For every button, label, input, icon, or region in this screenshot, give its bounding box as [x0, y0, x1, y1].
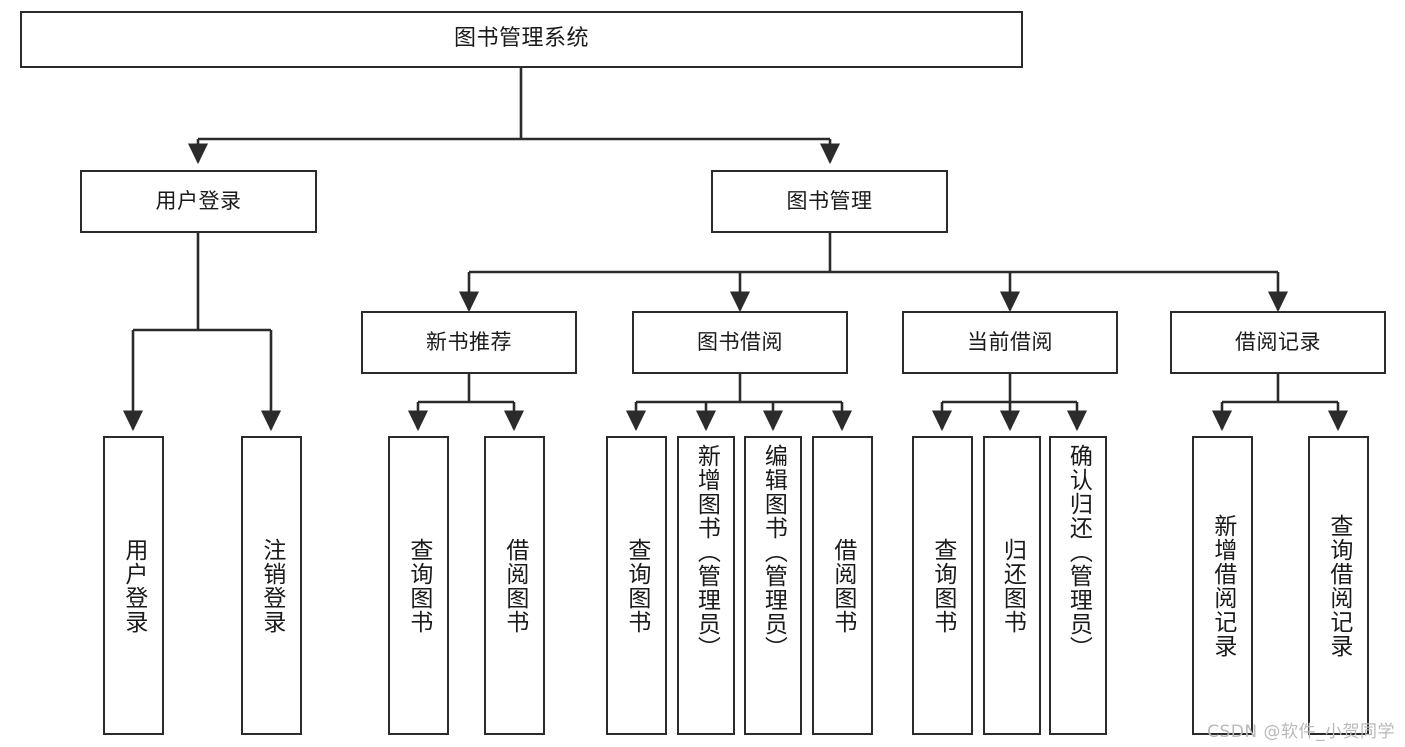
node-label: 用户登录 — [155, 188, 242, 213]
node-label: 注销登录 — [258, 537, 285, 634]
leaf-borrow-book[interactable]: 借阅图书 — [812, 436, 873, 735]
node-label: 新增图书（管理员） — [693, 444, 720, 660]
node-current-borrow[interactable]: 当前借阅 — [902, 311, 1118, 374]
leaf-query-book-recommend[interactable]: 查询图书 — [388, 436, 449, 735]
leaf-edit-book-admin[interactable]: 编辑图书（管理员） — [744, 436, 802, 735]
node-label: 查询图书 — [929, 537, 956, 634]
node-label: 图书管理 — [786, 188, 873, 213]
node-new-book-recommend[interactable]: 新书推荐 — [361, 311, 577, 374]
node-label: 当前借阅 — [967, 329, 1053, 354]
leaf-borrow-book-recommend[interactable]: 借阅图书 — [484, 436, 545, 735]
node-label: 新增借阅记录 — [1209, 513, 1236, 658]
leaf-add-book-admin[interactable]: 新增图书（管理员） — [677, 436, 735, 735]
leaf-query-book-current[interactable]: 查询图书 — [912, 436, 973, 735]
node-label: 编辑图书（管理员） — [760, 444, 787, 660]
node-root-system[interactable]: 图书管理系统 — [20, 11, 1023, 68]
leaf-query-book-borrow[interactable]: 查询图书 — [606, 436, 667, 735]
node-label: 查询图书 — [623, 537, 650, 634]
node-label: 借阅图书 — [501, 537, 528, 634]
leaf-query-borrow-record[interactable]: 查询借阅记录 — [1308, 436, 1369, 735]
node-label: 借阅图书 — [829, 537, 856, 634]
node-label: 查询借阅记录 — [1325, 513, 1352, 658]
node-book-management[interactable]: 图书管理 — [711, 170, 948, 233]
watermark: CSDN @软件_小贺同学 — [1207, 722, 1395, 742]
node-label: 图书借阅 — [697, 329, 783, 354]
node-borrow-record[interactable]: 借阅记录 — [1170, 311, 1386, 374]
node-book-borrow[interactable]: 图书借阅 — [632, 311, 848, 374]
node-label: 新书推荐 — [426, 329, 512, 354]
node-label: 图书管理系统 — [453, 26, 589, 52]
leaf-user-login[interactable]: 用户登录 — [103, 436, 164, 735]
node-label: 用户登录 — [120, 537, 147, 634]
node-label: 查询图书 — [405, 537, 432, 634]
node-label: 借阅记录 — [1235, 329, 1321, 354]
leaf-confirm-return-admin[interactable]: 确认归还（管理员） — [1049, 436, 1107, 735]
node-user-login[interactable]: 用户登录 — [80, 170, 317, 233]
node-label: 确认归还（管理员） — [1065, 444, 1092, 660]
leaf-return-book[interactable]: 归还图书 — [983, 436, 1041, 735]
node-label: 归还图书 — [999, 537, 1026, 634]
leaf-add-borrow-record[interactable]: 新增借阅记录 — [1192, 436, 1253, 735]
leaf-logout[interactable]: 注销登录 — [241, 436, 302, 735]
